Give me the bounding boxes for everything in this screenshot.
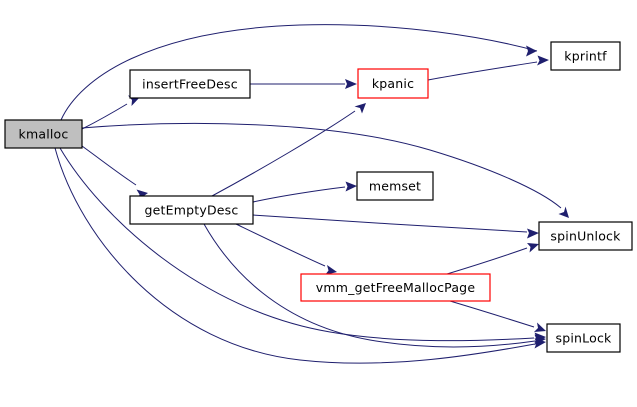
call-edge: [211, 103, 366, 197]
graph-node-spinLock[interactable]: spinLock: [546, 323, 621, 353]
arrowhead-icon: [558, 206, 569, 218]
arrowhead-icon: [527, 243, 539, 253]
arrowhead-icon: [534, 322, 546, 332]
node-label: getEmptyDesc: [145, 203, 239, 218]
node-label: kprintf: [564, 49, 607, 64]
node-label: vmm_getFreeMallocPage: [316, 280, 476, 295]
call-edge: [449, 300, 546, 332]
edge-line: [235, 223, 326, 267]
node-box[interactable]: [356, 171, 434, 201]
nodes-layer: kmalloc insertFreeDesc kpanic kprintf getEmp…: [4, 41, 633, 353]
node-box[interactable]: [4, 119, 83, 149]
graph-node-memset[interactable]: memset: [356, 171, 434, 201]
arrowhead-icon: [345, 79, 357, 89]
node-box[interactable]: [357, 68, 429, 99]
edge-line: [211, 110, 356, 197]
call-edge: [59, 147, 546, 343]
call-edge: [250, 79, 357, 89]
edge-line: [449, 300, 535, 328]
edge-line: [446, 247, 528, 275]
edge-line: [252, 186, 346, 203]
graph-node-insertFreeDesc[interactable]: insertFreeDesc: [129, 69, 251, 99]
arrowhead-icon: [534, 334, 546, 345]
graph-node-kpanic[interactable]: kpanic: [357, 68, 429, 99]
call-edge: [203, 223, 546, 348]
graph-node-kprintf[interactable]: kprintf: [550, 41, 621, 71]
graph-node-spinUnlock[interactable]: spinUnlock: [538, 221, 633, 251]
node-label: kpanic: [372, 76, 414, 91]
edge-line: [81, 145, 137, 186]
node-label: memset: [369, 179, 421, 194]
edge-line: [81, 123, 562, 209]
edge-line: [81, 103, 128, 130]
call-edge: [81, 95, 140, 130]
node-box[interactable]: [546, 323, 621, 353]
node-box[interactable]: [300, 273, 491, 302]
call-edge: [252, 214, 539, 239]
graph-node-kmalloc[interactable]: kmalloc: [4, 119, 83, 149]
edge-line: [59, 147, 535, 342]
call-edge: [60, 24, 538, 121]
node-label: spinLock: [556, 331, 613, 346]
node-box[interactable]: [550, 41, 621, 71]
edge-line: [54, 147, 536, 364]
call-edge: [446, 243, 539, 275]
node-label: spinUnlock: [550, 229, 621, 244]
graph-node-getEmptyDesc[interactable]: getEmptyDesc: [129, 195, 254, 225]
call-edge: [427, 55, 549, 81]
arrowhead-icon: [325, 265, 337, 275]
arrowhead-icon: [354, 103, 366, 114]
node-label: insertFreeDesc: [142, 77, 238, 92]
node-box[interactable]: [129, 195, 254, 225]
call-edge: [235, 223, 337, 275]
arrowhead-icon: [345, 181, 357, 192]
edge-line: [427, 61, 538, 81]
arrowhead-icon: [527, 228, 539, 239]
edges-layer: [54, 24, 569, 364]
node-label: kmalloc: [19, 127, 69, 142]
arrowhead-icon: [537, 55, 549, 66]
edge-line: [60, 24, 538, 121]
edge-line: [203, 223, 536, 348]
node-box[interactable]: [129, 69, 251, 99]
edge-line: [252, 214, 528, 233]
call-edge: [252, 181, 357, 203]
graph-node-vmm_getFreeMallocPage[interactable]: vmm_getFreeMallocPage: [300, 273, 491, 302]
arrowhead-icon: [526, 45, 537, 57]
node-box[interactable]: [538, 221, 633, 251]
call-edge: [81, 123, 569, 218]
